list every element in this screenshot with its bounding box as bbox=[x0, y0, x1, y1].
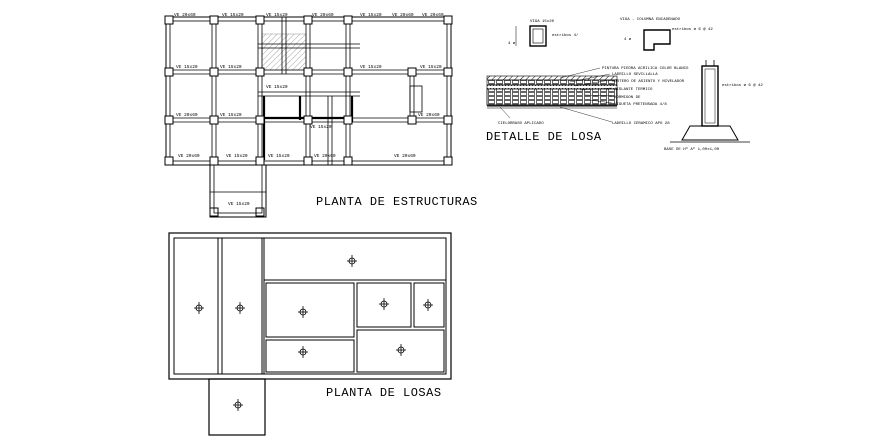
rebar-label: estribos 4/ bbox=[552, 33, 579, 38]
beam-label: VE 20x60 bbox=[312, 12, 334, 18]
beam-label: VE 15x20 bbox=[220, 64, 242, 70]
beam-label: VE 20x60 bbox=[418, 112, 440, 118]
ceiling-label: CIELORRASO APLICADO bbox=[498, 122, 544, 126]
dim-label: 4 ø bbox=[508, 42, 516, 46]
structures-plan bbox=[164, 15, 453, 218]
slab-detail-title: DETALLE DE LOSA bbox=[486, 130, 602, 144]
beam-label: VE 20x60 bbox=[178, 153, 200, 159]
rebar-label: estribos ø 6 @ 42 bbox=[722, 83, 763, 88]
beam-label: VE 15x20 bbox=[222, 12, 244, 18]
beam-label: VE 20x60 bbox=[422, 12, 444, 18]
beam-label: VE 15x20 bbox=[226, 153, 248, 159]
structures-title: PLANTA DE ESTRUCTURAS bbox=[316, 195, 478, 209]
beam-label: VE 15x20 bbox=[268, 153, 290, 159]
beam-label: VE 20x60 bbox=[394, 153, 416, 159]
beam-label: VE 15x20 bbox=[420, 64, 442, 70]
beam-label: VE 15x20 bbox=[310, 124, 332, 130]
slab-detail: VIGA 15x20 4 ø estribos 4/ VIGA - COLUMN… bbox=[486, 18, 763, 152]
viga-columna-label: VIGA - COLUMNA ENCADENADO bbox=[620, 18, 681, 22]
beam-label: VE 20x60 bbox=[392, 12, 414, 18]
slabs-plan bbox=[168, 232, 452, 436]
viga-label: VIGA 15x20 bbox=[530, 20, 555, 24]
beam-label: VE 15x20 bbox=[266, 84, 288, 90]
layer-label: LADRILLO SEVILLALLA bbox=[612, 73, 658, 77]
beam-label: VE 15x20 bbox=[228, 201, 250, 207]
base-label: BASE DE Hº Aº 1,00x1,00 bbox=[664, 146, 720, 152]
beam-label: VE 20x60 bbox=[314, 153, 336, 159]
beam-labels: VE 20x60 VE 15x20 VE 15x20 VE 20x60 VE 1… bbox=[174, 12, 444, 207]
layer-label: HORMIGON DE bbox=[614, 96, 641, 100]
beam-label: VE 20x60 bbox=[176, 112, 198, 118]
beam-label: VE 20x60 bbox=[174, 12, 196, 18]
slabs-title: PLANTA DE LOSAS bbox=[326, 386, 442, 400]
layer-label: MORTERO DE ASIENTO Y NIVELADOR bbox=[612, 80, 685, 84]
beam-label: VE 15x20 bbox=[266, 12, 288, 18]
layer-label: VIGUETA PRETENSADA 4/8 bbox=[614, 102, 667, 107]
beam-label: VE 15x20 bbox=[176, 64, 198, 70]
beam-label: VE 15x20 bbox=[220, 112, 242, 118]
layer-label: LADRILLO CERAMICO APO 28 bbox=[612, 122, 670, 126]
rebar-label: estribos ø 6 @ 42 bbox=[672, 27, 713, 32]
beam-label: VE 15x20 bbox=[360, 64, 382, 70]
layer-label: PINTURA PIEDRA ACRILICA COLOR BLANCO bbox=[602, 67, 689, 71]
layer-label: AISLANTE TERMICO bbox=[614, 88, 653, 92]
beam-label: VE 15x20 bbox=[360, 12, 382, 18]
dim-label: 4 ø bbox=[624, 38, 632, 42]
